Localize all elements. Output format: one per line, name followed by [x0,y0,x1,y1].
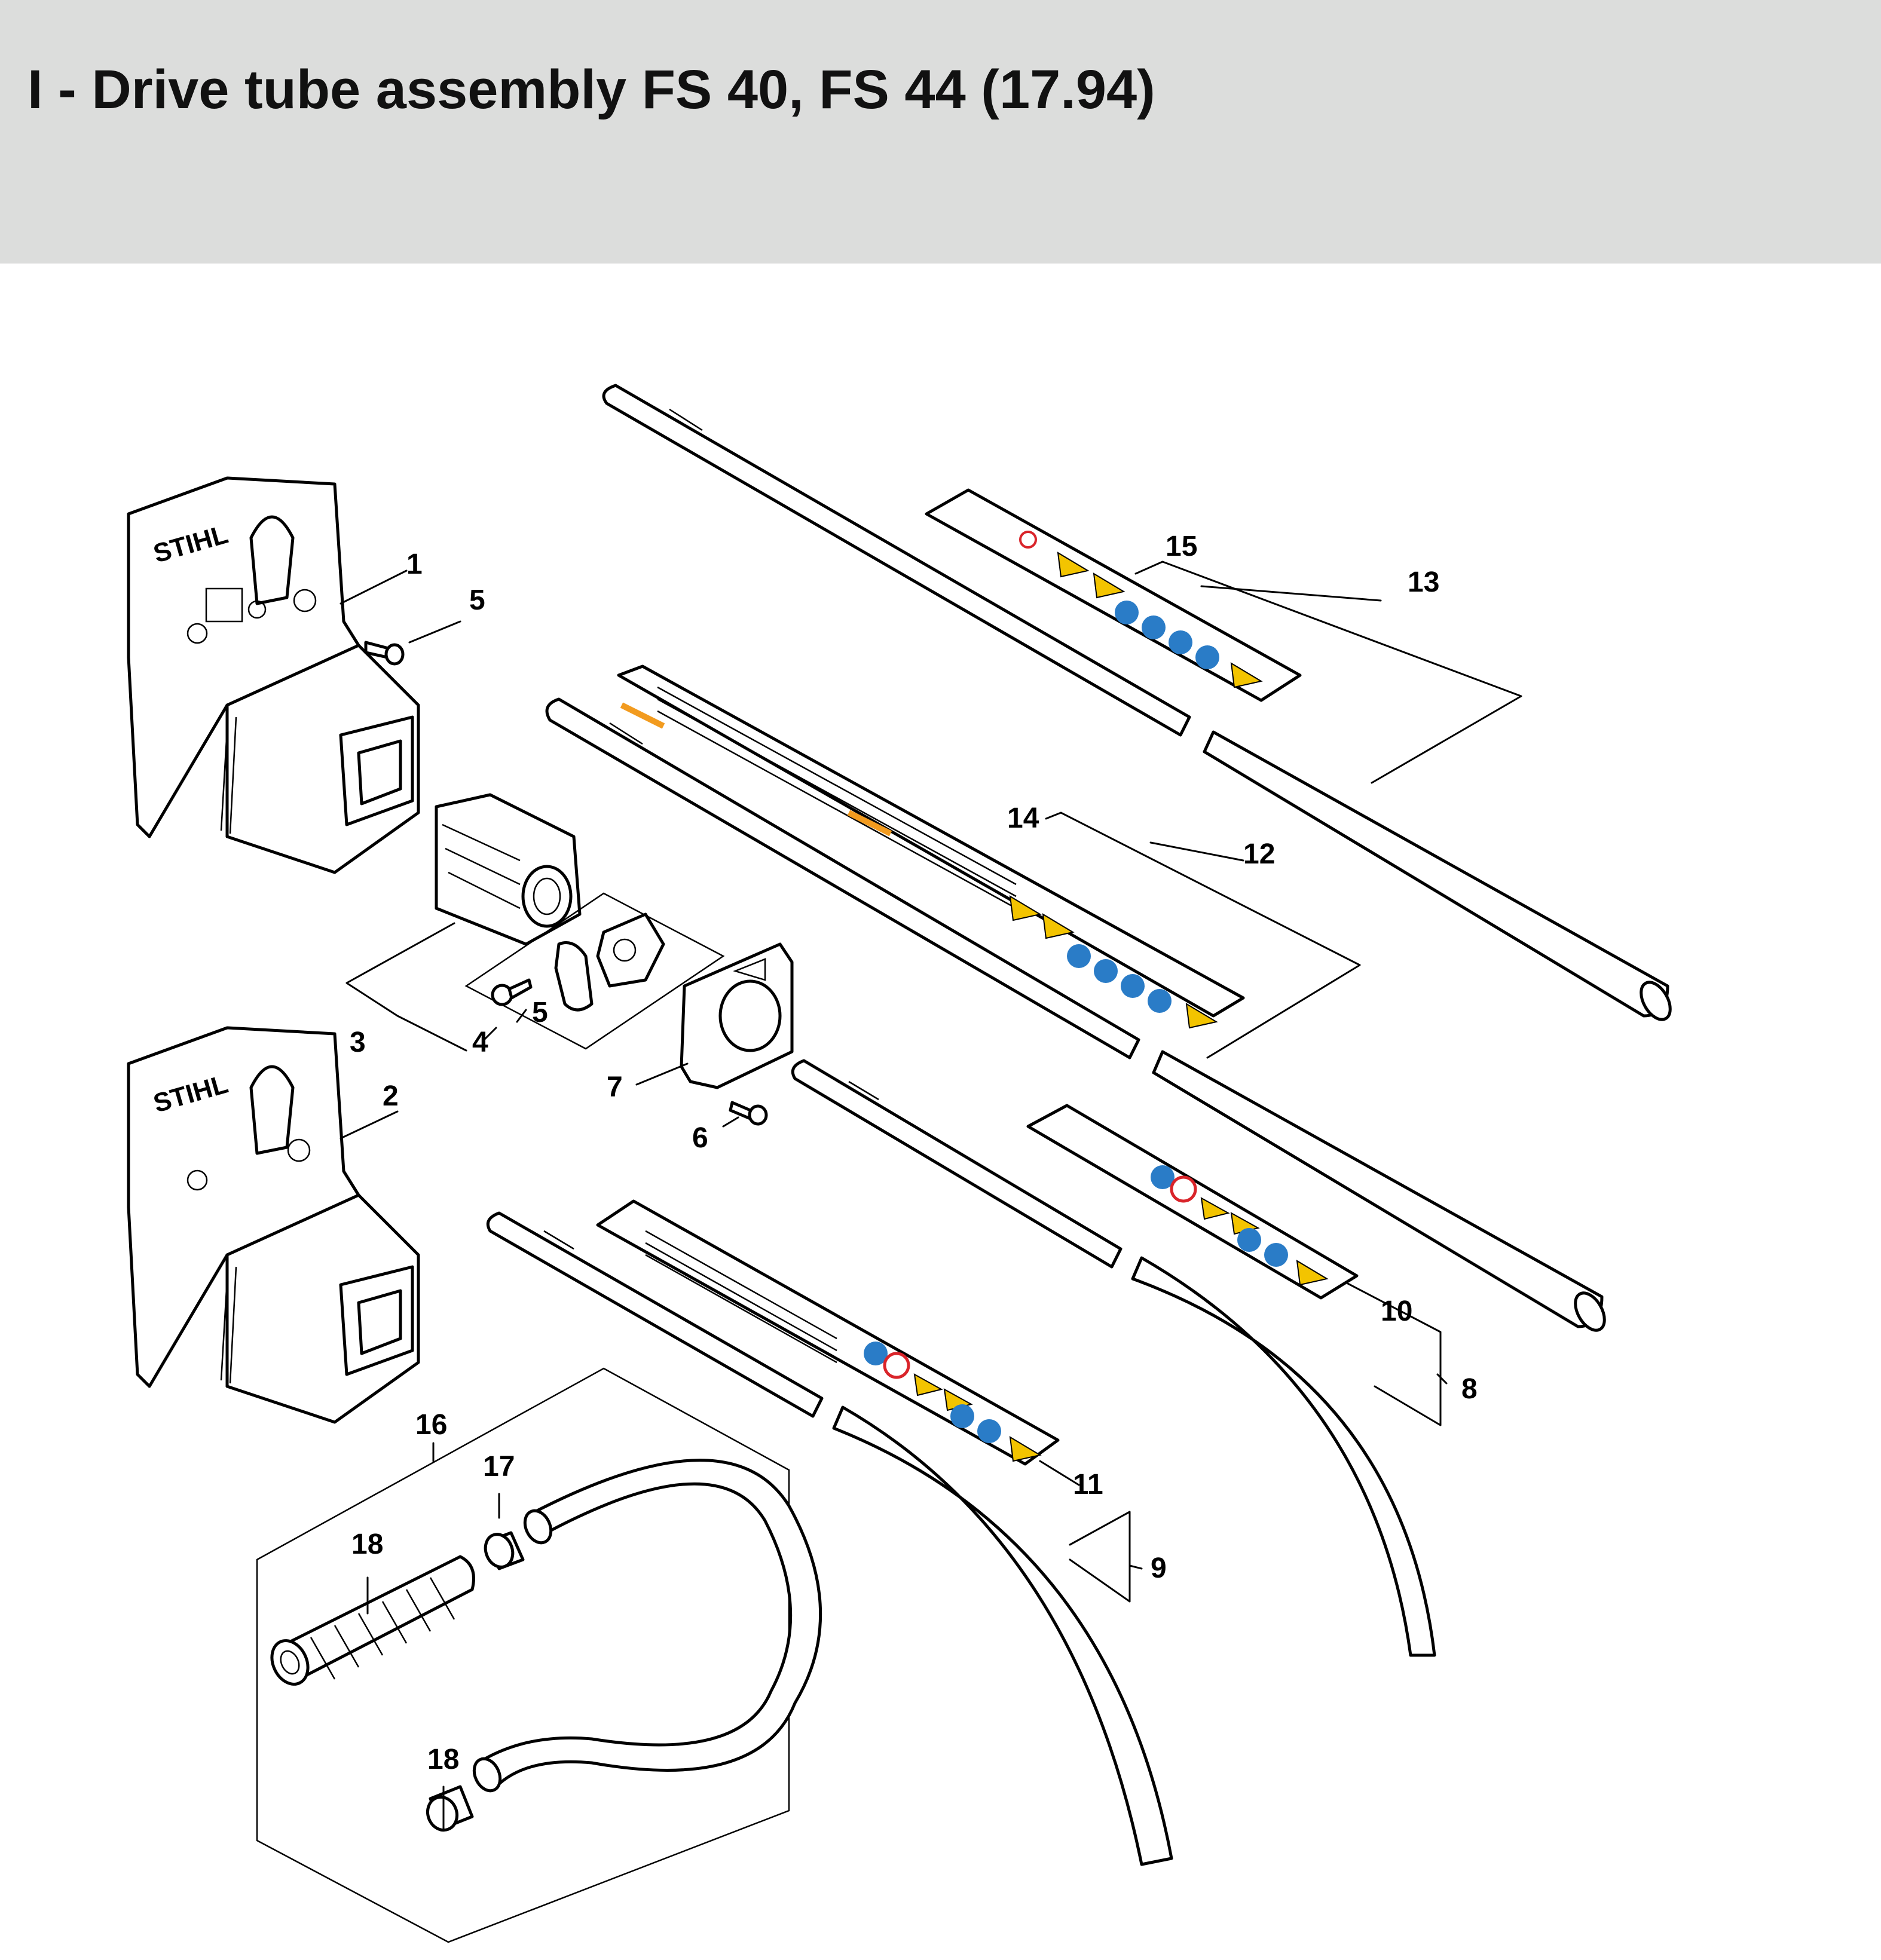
callout-1: 1 [406,549,423,580]
callout-5-lower: 5 [532,997,548,1028]
decal-part-14[interactable] [617,664,1245,1029]
page-header: I - Drive tube assembly FS 40, FS 44 (17… [0,0,1881,264]
liner-kit-part-16[interactable] [256,1367,822,1943]
decal-part-11[interactable] [596,1199,1060,1466]
bearing-part-17[interactable] [481,1530,525,1571]
screw-part-5-upper[interactable] [364,641,405,666]
callout-11: 11 [1073,1469,1103,1500]
splined-sleeve-part-18-upper[interactable] [265,1555,475,1690]
page-title: I - Drive tube assembly FS 40, FS 44 (17… [27,59,1155,120]
screw-part-6[interactable] [729,1101,768,1126]
callout-18-upper: 18 [351,1529,383,1560]
callout-13: 13 [1408,566,1439,598]
callout-9: 9 [1151,1552,1167,1584]
callout-14: 14 [1007,803,1039,834]
exploded-parts-diagram: STIHL STIHL [127,384,1676,1943]
callout-6: 6 [692,1122,708,1154]
callout-4: 4 [472,1027,488,1058]
callout-15: 15 [1166,531,1197,562]
vibration-damper-part-3[interactable] [435,793,582,946]
curved-drive-tube-part-8[interactable] [791,1059,1436,1657]
leader-lines [340,561,1522,1830]
callout-2: 2 [383,1080,399,1112]
callout-18-lower: 18 [427,1744,459,1775]
callout-5-upper: 5 [469,584,485,616]
curved-drive-tube-part-9[interactable] [486,1211,1173,1866]
callout-8: 8 [1461,1373,1478,1405]
clutch-housing-part-1[interactable]: STIHL [127,476,420,874]
callout-12: 12 [1243,838,1275,870]
shaft-bracket-part-7[interactable] [680,942,794,1089]
callout-17: 17 [483,1451,515,1483]
drive-tube-part-13[interactable] [602,384,1676,1024]
screw-part-5-lower[interactable] [491,978,533,1006]
callout-7: 7 [607,1071,623,1103]
decal-part-10[interactable] [1026,1104,1359,1300]
clutch-housing-part-2[interactable]: STIHL [127,1026,420,1424]
callout-10: 10 [1381,1296,1412,1327]
callout-16: 16 [415,1409,447,1441]
end-sleeve-part-18-lower[interactable] [423,1785,474,1835]
clamp-part-4[interactable] [464,892,725,1050]
callout-3: 3 [350,1027,366,1058]
drive-tube-part-12[interactable] [545,697,1610,1335]
decal-part-15[interactable] [925,488,1302,702]
